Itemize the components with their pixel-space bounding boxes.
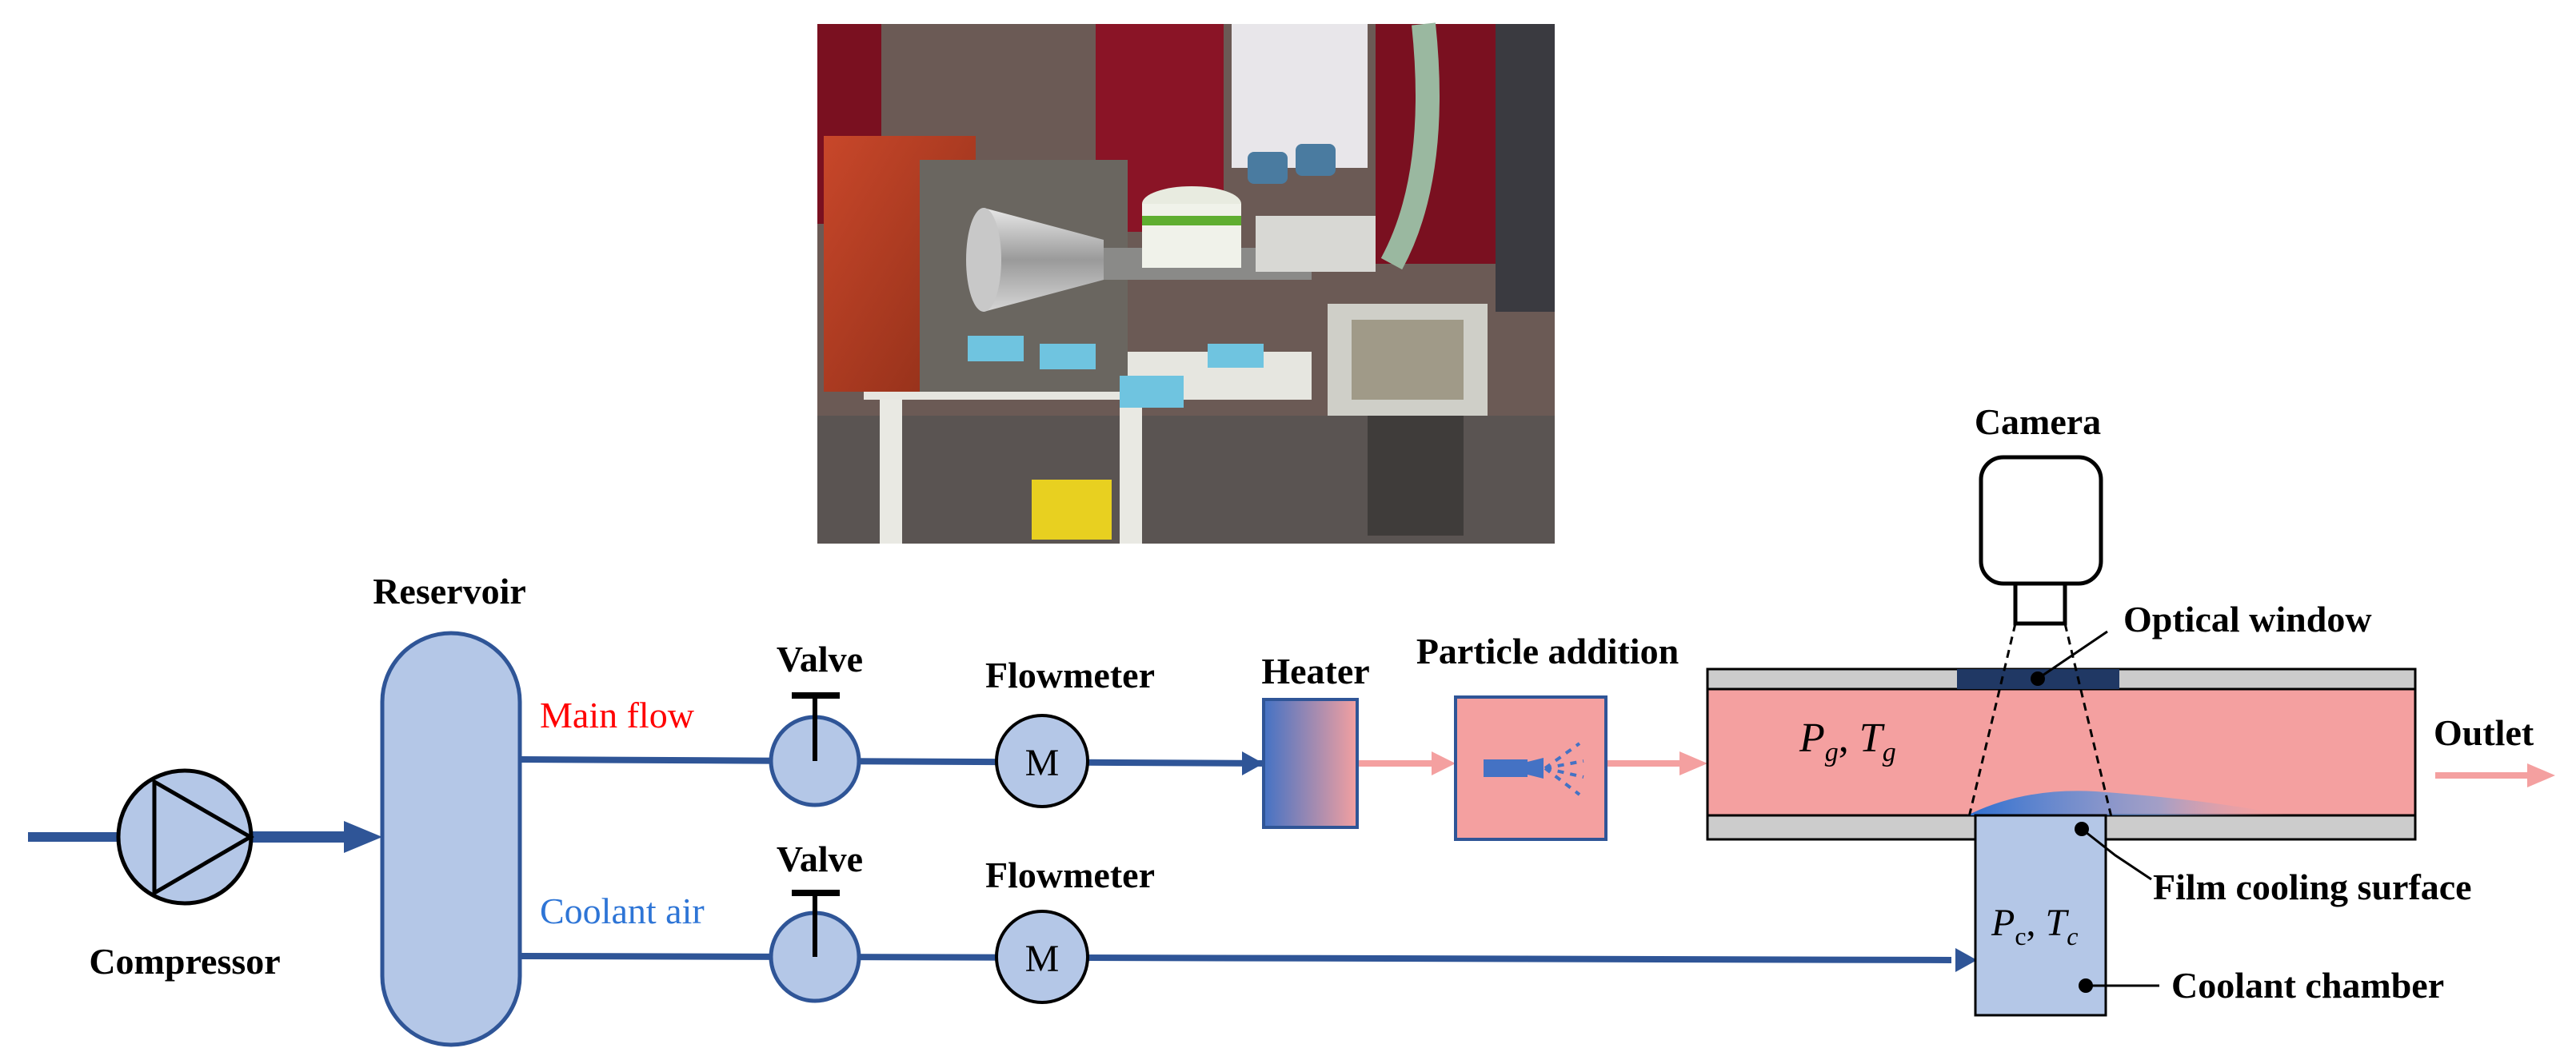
main-flow-conditions: Pg, Tg: [1799, 715, 1896, 767]
coolant-flowmeter: M: [995, 910, 1089, 1004]
coolant-air-label: Coolant air: [540, 891, 705, 931]
outlet-label: Outlet: [2434, 712, 2534, 753]
main-flow-pipe: [521, 756, 1272, 767]
reservoir-label: Reservoir: [373, 571, 526, 612]
particle-addition-label: Particle addition: [1416, 631, 1679, 671]
compressor-label: Compressor: [89, 941, 280, 982]
main-flowmeter-symbol: M: [1025, 742, 1060, 784]
coolant-flowmeter-label: Flowmeter: [985, 855, 1155, 895]
camera-label: Camera: [1975, 401, 2101, 442]
particle-addition-unit: [1454, 695, 1608, 841]
optical-window-label: Optical window: [2123, 599, 2372, 640]
compressor: [116, 768, 254, 906]
main-valve-label: Valve: [777, 639, 863, 679]
outlet-arrow-head: [2527, 763, 2555, 787]
main-flow-arrow-head: [1242, 751, 1264, 775]
spray-nozzle-icon: [1484, 759, 1528, 777]
main-flowmeter: M: [995, 714, 1089, 808]
film-cooling-surface-label: Film cooling surface: [2153, 867, 2472, 907]
coolant-valve: [769, 890, 861, 1003]
main-flowmeter-label: Flowmeter: [985, 655, 1155, 695]
film-cooling-layer: [1967, 791, 2287, 815]
reservoir: [380, 631, 522, 1047]
coolant-chamber-label: Coolant chamber: [2171, 965, 2444, 1006]
heater: [1262, 698, 1359, 829]
heater-label: Heater: [1261, 651, 1369, 691]
coolant-flowmeter-symbol: M: [1025, 938, 1060, 980]
coolant-valve-label: Valve: [777, 839, 863, 879]
test-rig-photo: [817, 22, 1555, 544]
camera-icon: [1967, 455, 2113, 818]
main-valve: [769, 692, 861, 807]
main-flow-label: Main flow: [540, 695, 695, 735]
coolant-pipe: [521, 953, 1952, 963]
coolant-conditions: Pc, Tc: [1991, 902, 2078, 950]
coolant-arrow-head: [1955, 948, 1977, 972]
compressor-arrow-head: [344, 821, 382, 853]
